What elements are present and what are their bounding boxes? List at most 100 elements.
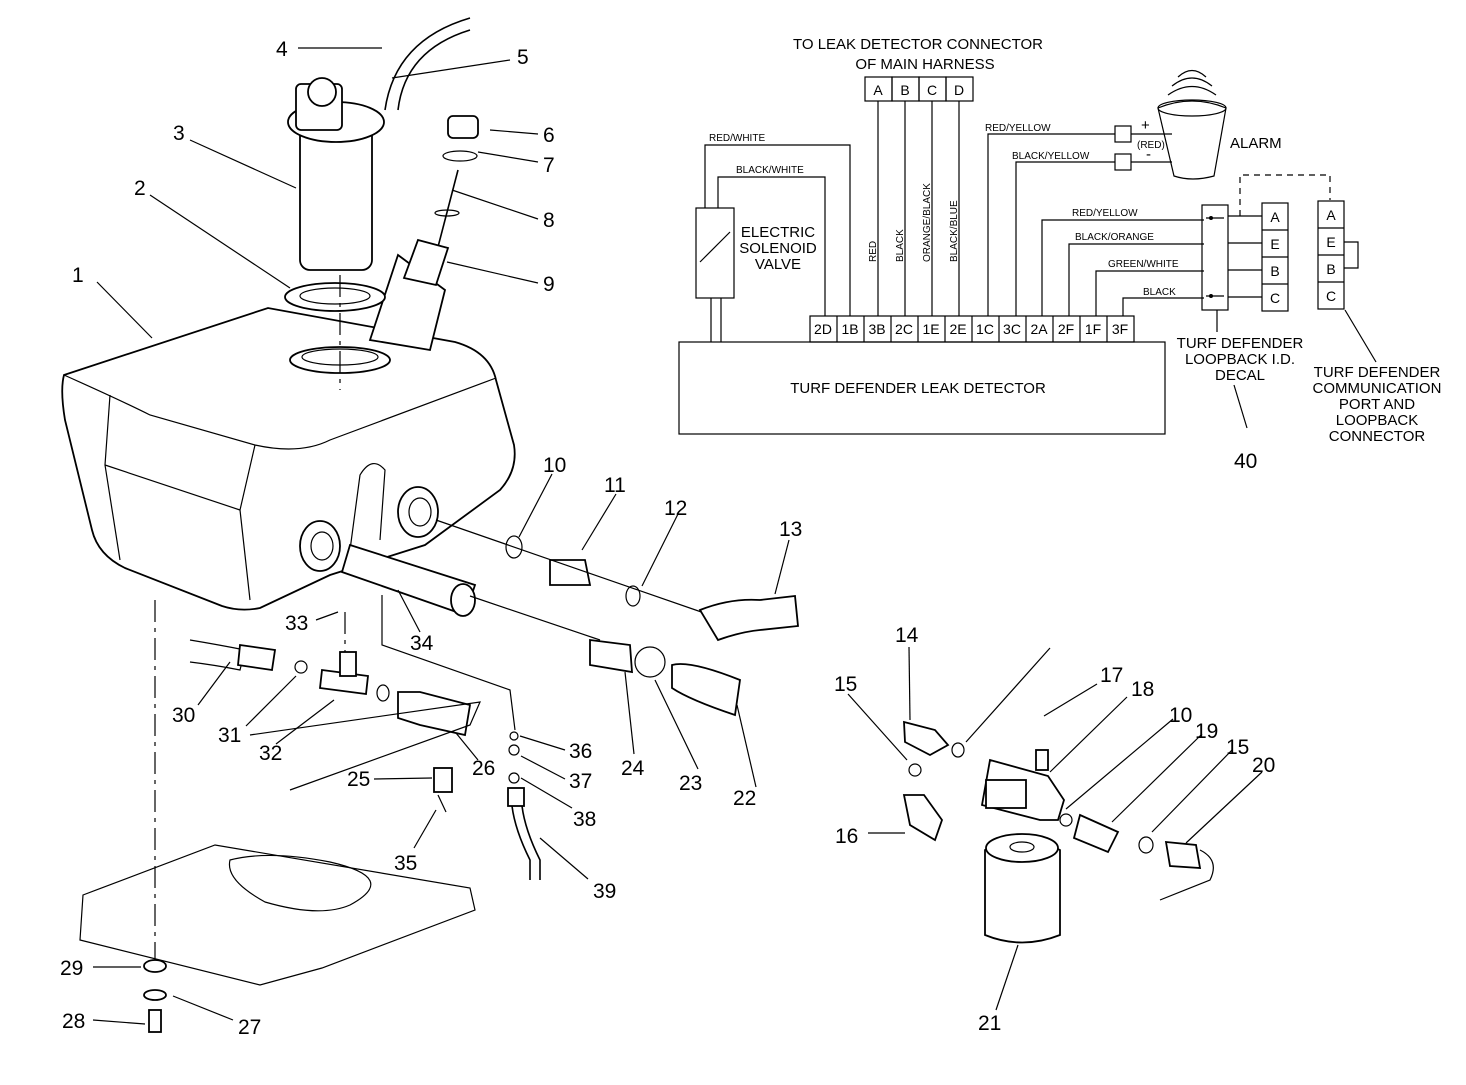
decal-pin: B	[1270, 263, 1279, 279]
callout-number: 15	[1226, 736, 1249, 759]
fitting	[549, 559, 592, 586]
harness-pin: C	[927, 82, 937, 98]
callout-number: 16	[835, 825, 858, 848]
callout-number: 11	[604, 474, 626, 497]
decal-pin: A	[1270, 209, 1280, 225]
solenoid-valve-box	[695, 207, 735, 299]
terminal-label: 3C	[1003, 321, 1021, 337]
callout-number: 4	[276, 38, 288, 61]
harness-title-line2: OF MAIN HARNESS	[855, 56, 994, 73]
callout-number: 20	[1252, 754, 1275, 777]
solenoid-label: VALVE	[755, 256, 801, 273]
callout-number: 17	[1100, 664, 1123, 687]
callout-number: 24	[621, 757, 645, 780]
decal-label: LOOPBACK I.D.	[1185, 351, 1295, 368]
wire-label: BLACK/BLUE	[949, 200, 960, 262]
port-pin: B	[1326, 261, 1335, 277]
decal-label: DECAL	[1215, 367, 1265, 384]
port-pin: A	[1326, 207, 1336, 223]
wiring-schematic: TO LEAK DETECTOR CONNECTOR OF MAIN HARNE…	[678, 36, 1442, 445]
alarm-label: ALARM	[1230, 135, 1282, 152]
port-label: COMMUNICATION	[1313, 380, 1442, 397]
port-label: CONNECTOR	[1329, 428, 1426, 445]
callout-number: 30	[172, 704, 195, 727]
decal-pin: E	[1270, 236, 1279, 252]
terminal-label: 2D	[814, 321, 832, 337]
callout-number: 27	[238, 1016, 261, 1039]
bolt	[148, 1009, 162, 1033]
harness-wires	[877, 101, 960, 316]
callout-number: 29	[60, 957, 83, 980]
callout-number: 35	[394, 852, 417, 875]
terminal-label: 2E	[949, 321, 966, 337]
wire-label: RED	[868, 241, 879, 262]
harness-pin: B	[900, 82, 909, 98]
alarm-minus: -	[1146, 146, 1151, 163]
leader-lines	[92, 47, 1263, 1025]
loopback-decal	[1201, 204, 1229, 311]
hose	[698, 595, 799, 642]
decal-pin: C	[1270, 290, 1280, 306]
callout-number: 36	[569, 740, 592, 763]
harness-connector: A B C D	[864, 76, 974, 102]
callout-number: 5	[517, 46, 529, 69]
tank-assembly-drawing	[61, 17, 1214, 1033]
fill-cap	[447, 115, 479, 139]
callout-number: 2	[134, 177, 146, 200]
callout-number: 3	[173, 122, 185, 145]
terminal-label: 2C	[895, 321, 913, 337]
callout-number: 14	[895, 624, 919, 647]
terminal-label: 1F	[1085, 321, 1101, 337]
port-pin: E	[1326, 234, 1335, 250]
callout-number: 25	[347, 768, 370, 791]
callout-number: 7	[543, 154, 555, 177]
callout-number: 39	[593, 880, 616, 903]
fitting	[433, 767, 453, 793]
leak-detector-label: TURF DEFENDER LEAK DETECTOR	[790, 380, 1046, 397]
sending-unit	[299, 121, 373, 271]
callout-number: 8	[543, 209, 555, 232]
callout-number: 22	[733, 787, 756, 810]
washer	[143, 959, 167, 973]
terminal-label: 2A	[1030, 321, 1048, 337]
terminal-label: 3B	[868, 321, 885, 337]
callout-number: 26	[472, 757, 495, 780]
wire-label: RED/YELLOW	[985, 123, 1051, 134]
wire-label: RED/WHITE	[709, 133, 765, 144]
callouts: 1 2 3 4 5 6 7 8 9 10 11 12 13 14 15 16 1…	[60, 38, 1275, 1039]
wire-label: BLACK/WHITE	[736, 165, 804, 176]
harness-title-line1: TO LEAK DETECTOR CONNECTOR	[793, 36, 1043, 53]
port-label: TURF DEFENDER	[1314, 364, 1441, 381]
wire-label: ORANGE/BLACK	[922, 183, 933, 262]
callout-number: 15	[834, 673, 857, 696]
callout-number: 18	[1131, 678, 1154, 701]
callout-number: 31	[218, 724, 241, 747]
solenoid-label: SOLENOID	[739, 240, 817, 257]
callout-number: 40	[1234, 450, 1257, 473]
fuel-tank	[61, 307, 516, 611]
callout-number: 38	[573, 808, 596, 831]
terminal-label: 3F	[1112, 321, 1128, 337]
callout-number: 12	[664, 497, 687, 520]
harness-pin: A	[873, 82, 883, 98]
callout-number: 10	[543, 454, 566, 477]
callout-number: 21	[978, 1012, 1001, 1035]
alarm-red-note: (RED)	[1137, 140, 1165, 151]
wire-label: BLACK/YELLOW	[1012, 151, 1090, 162]
elbow-fitting	[903, 720, 950, 757]
terminal-label: 2F	[1058, 321, 1074, 337]
wire-label: BLACK/ORANGE	[1075, 232, 1154, 243]
harness-pin: D	[954, 82, 964, 98]
port-label: PORT AND	[1339, 396, 1415, 413]
callout-number: 1	[72, 264, 84, 287]
callout-number: 37	[569, 770, 592, 793]
callout-number: 33	[285, 612, 308, 635]
tank-port	[299, 486, 439, 572]
callout-number: 9	[543, 273, 555, 296]
wire-label: GREEN/WHITE	[1108, 259, 1179, 270]
wire-label: BLACK	[1143, 287, 1176, 298]
callout-number: 10	[1169, 704, 1192, 727]
callout-number: 13	[779, 518, 802, 541]
terminal-label: 1C	[976, 321, 994, 337]
